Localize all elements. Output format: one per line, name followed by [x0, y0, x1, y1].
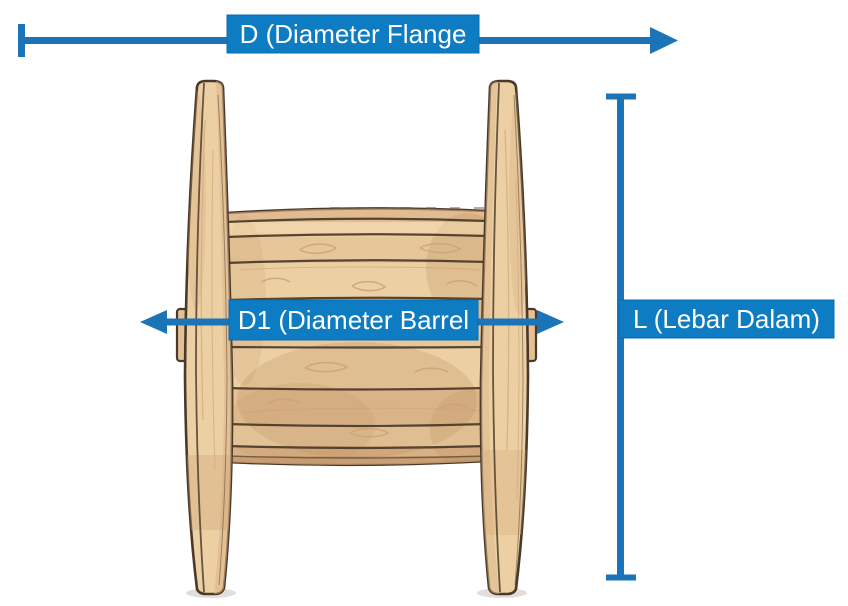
right-flange: [479, 79, 530, 596]
right-flange-inner-line: [513, 94, 524, 586]
left-flange: [183, 79, 234, 596]
arrow-right-icon: [537, 310, 564, 334]
dimension-inner-width: L (Lebar Dalam): [606, 93, 835, 581]
wood-grain-barrel: [239, 242, 485, 438]
inner-width-dimension-label: L (Lebar Dalam): [633, 304, 820, 334]
arrow-left-icon: [140, 310, 167, 334]
dimension-barrel: D1 (Diameter Barrel: [140, 299, 564, 341]
flange-label-box: [226, 14, 480, 54]
barrel-dimension-label: D1 (Diameter Barrel: [238, 305, 469, 335]
arrow-right-icon: [650, 27, 678, 54]
left-flange-rim-line: [195, 82, 205, 593]
flange-dimension-label: D (Diameter Flange: [240, 19, 467, 49]
dimension-flange: D (Diameter Flange: [18, 14, 678, 57]
ground-shadows: [186, 588, 527, 598]
barrel-label-box: [228, 299, 479, 341]
barrel-slat-lines: [225, 217, 489, 459]
right-flange-rim-line: [492, 82, 501, 593]
inner-width-label-box: [618, 299, 835, 339]
left-flange-inner-line: [217, 94, 228, 586]
